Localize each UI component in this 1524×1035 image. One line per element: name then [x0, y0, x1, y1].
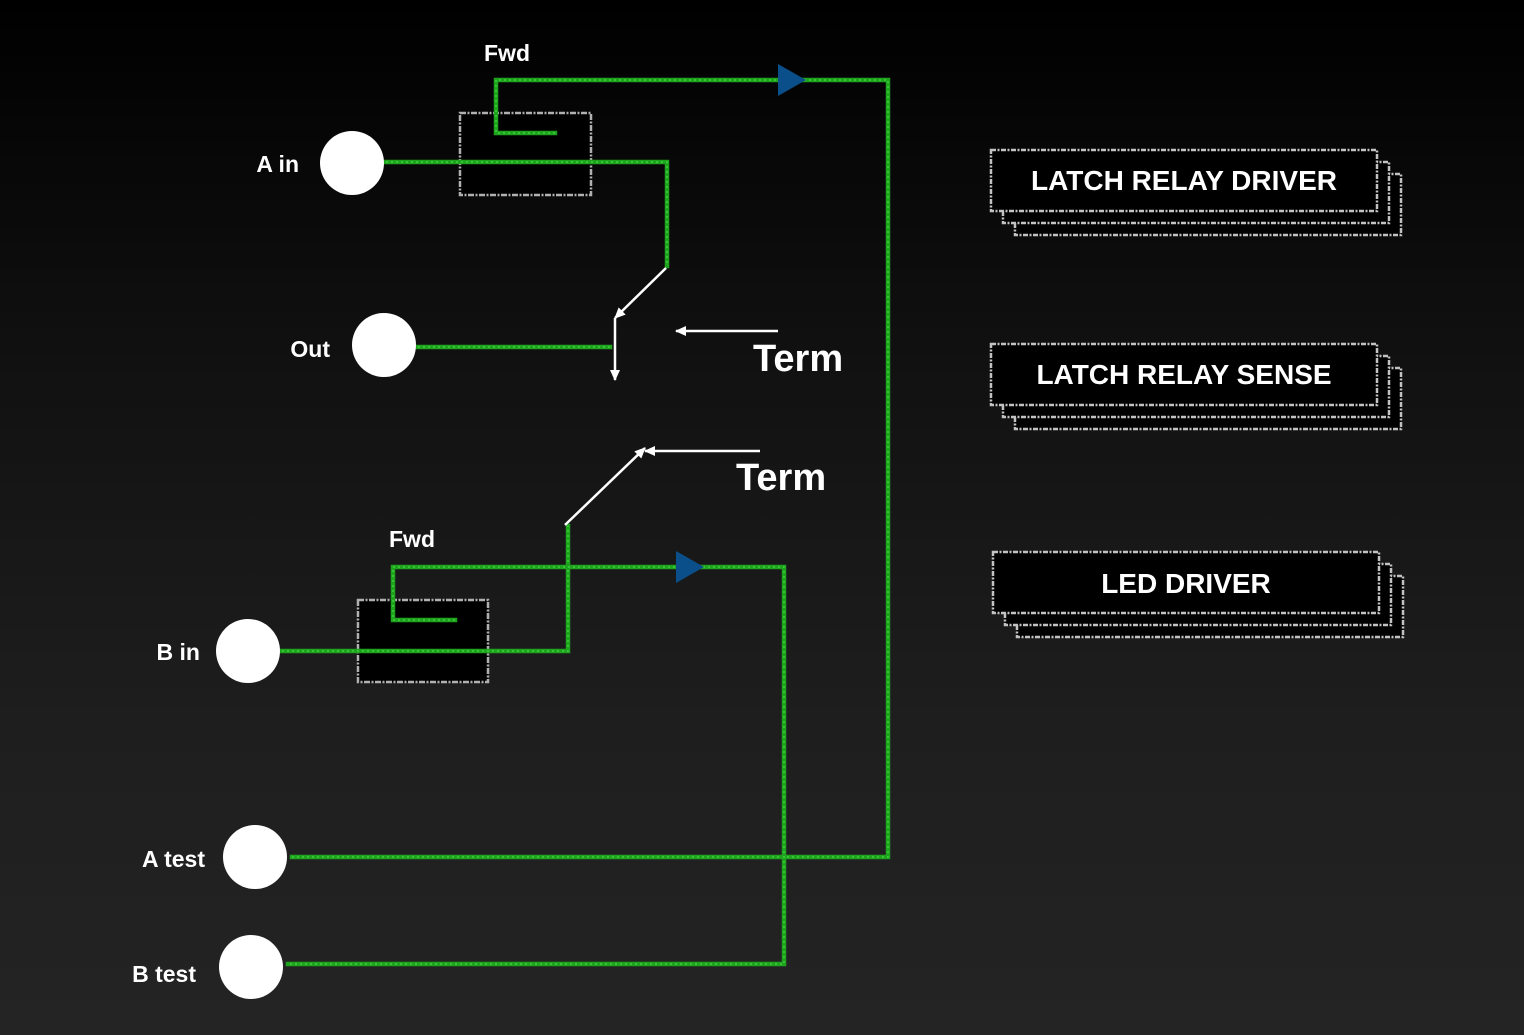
port-a-test-label: A test: [142, 846, 205, 872]
port-out[interactable]: [352, 313, 416, 377]
term-top-label: Term: [753, 338, 843, 380]
module-latch-relay-sense[interactable]: LATCH RELAY SENSE: [989, 342, 1403, 431]
relay-a-body: [458, 111, 593, 197]
relay-a-fwd-label: Fwd: [484, 40, 530, 66]
port-a-test[interactable]: [223, 825, 287, 889]
module-led-driver-label: LED DRIVER: [1101, 568, 1271, 599]
module-latch-relay-driver-label: LATCH RELAY DRIVER: [1031, 165, 1337, 196]
port-b-test[interactable]: [219, 935, 283, 999]
port-a-in[interactable]: [320, 131, 384, 195]
module-latch-relay-driver[interactable]: LATCH RELAY DRIVER: [989, 148, 1403, 237]
port-b-test-label: B test: [132, 961, 196, 987]
direction-arrow-bottom-icon: [676, 551, 704, 583]
relay-b-fwd-label: Fwd: [389, 526, 435, 552]
port-b-in-label: B in: [157, 639, 200, 665]
switch-contacts: [564, 267, 778, 526]
direction-arrow-top-icon: [778, 64, 806, 96]
port-out-label: Out: [290, 336, 330, 362]
switch-a-blade: [614, 267, 667, 319]
switch-b-blade: [564, 447, 646, 526]
module-led-driver[interactable]: LED DRIVER: [991, 550, 1405, 639]
module-latch-relay-sense-label: LATCH RELAY SENSE: [1036, 359, 1331, 390]
wire-group: [279, 77, 891, 967]
port-b-in[interactable]: [216, 619, 280, 683]
port-a-in-label: A in: [256, 151, 299, 177]
term-bottom-label: Term: [736, 457, 826, 499]
relay-b-body: [356, 598, 490, 684]
